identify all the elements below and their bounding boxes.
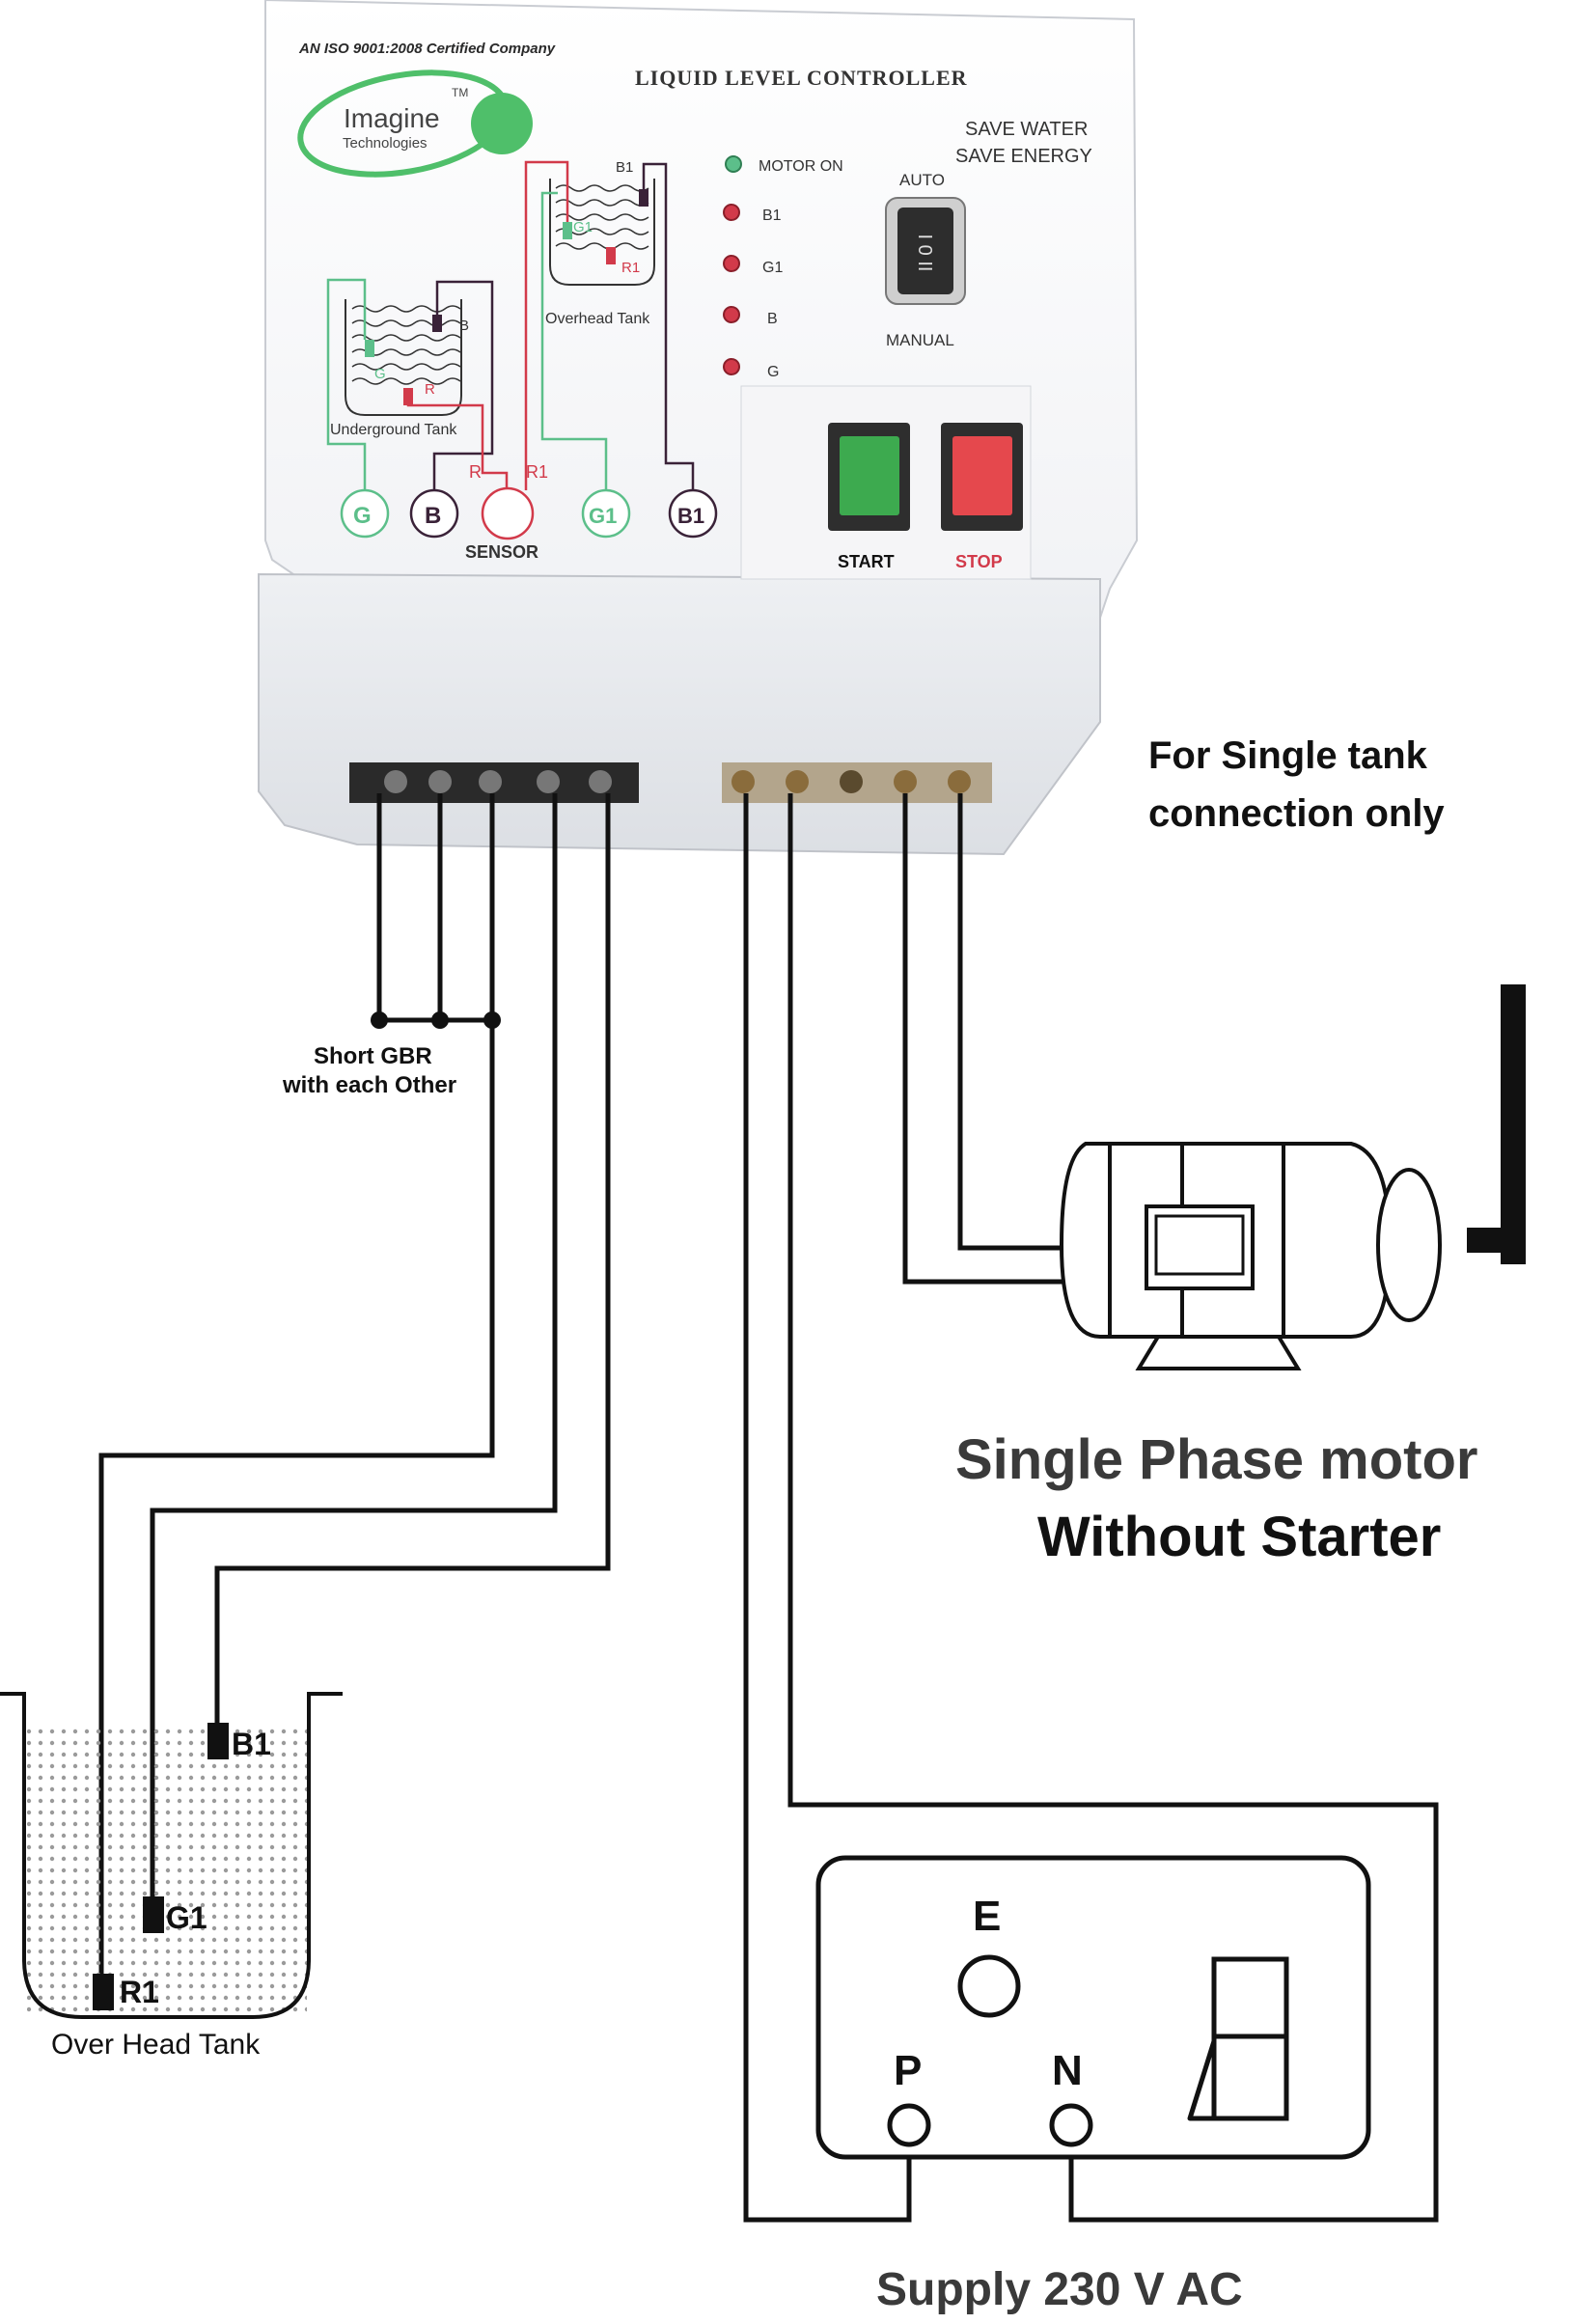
oh-probe-label: B1: [616, 159, 633, 176]
controller-unit: AN ISO 9001:2008 Certified Company LIQUI…: [258, 0, 1139, 856]
oh-probe-label: R1: [621, 260, 640, 276]
indicator-label: G: [767, 364, 779, 380]
short-gbr-note: Short GBR: [314, 1043, 432, 1069]
sensor-terminal-label: G: [353, 503, 372, 529]
indicator-led-b: [723, 306, 740, 323]
supply-socket: E P N: [815, 1855, 1371, 2160]
start-button[interactable]: [828, 423, 910, 531]
single-phase-motor: [1059, 984, 1526, 1370]
sensor-terminal-g: [340, 488, 390, 539]
ug-probe-label: R: [425, 381, 435, 398]
sensor-terminal-label: R: [469, 462, 482, 482]
sensor-label: SENSOR: [465, 542, 538, 562]
indicator-led-b1: [723, 204, 740, 221]
earth-pin-icon: [957, 1954, 1021, 2018]
indicator-label: G1: [762, 260, 783, 276]
overhead-tank-label: Over Head Tank: [51, 2029, 261, 2061]
indicator-label: MOTOR ON: [759, 158, 843, 175]
certification-text: AN ISO 9001:2008 Certified Company: [298, 41, 556, 57]
brand-subtitle: Technologies: [343, 135, 428, 152]
tank-probe-label: R1: [120, 1975, 159, 2009]
schematic-wires: [326, 160, 695, 490]
overhead-tank-schematic: B1 G1 R1 Overhead Tank: [545, 159, 655, 327]
indicator-label: B: [767, 311, 778, 327]
auto-manual-switch[interactable]: I 0 II: [885, 197, 966, 305]
stop-label: STOP: [955, 552, 1003, 571]
indicator-led-g: [723, 358, 740, 375]
oh-probe-label: G1: [573, 219, 593, 235]
indicator-led-g1: [723, 255, 740, 272]
imagine-logo: Imagine Technologies TM: [297, 69, 533, 178]
sensor-terminal-b: [409, 488, 459, 539]
neutral-label: N: [1052, 2047, 1083, 2094]
phase-label: P: [894, 2047, 922, 2094]
controller-title: LIQUID LEVEL CONTROLLER: [635, 66, 968, 90]
tank-probe-label: G1: [166, 1900, 207, 1935]
trademark-mark: TM: [452, 86, 468, 99]
manual-label: MANUAL: [886, 331, 954, 349]
ug-probe-label: B: [459, 318, 469, 334]
underground-tank-schematic: B G R Underground Tank: [330, 299, 469, 438]
sensor-terminal-label: B1: [677, 504, 704, 528]
short-gbr-note: with each Other: [282, 1072, 456, 1098]
earth-label: E: [973, 1893, 1001, 1940]
power-terminal-block: [722, 762, 992, 803]
phase-pin-icon: [887, 2103, 931, 2147]
neutral-pin-icon: [1049, 2103, 1093, 2147]
single-tank-note: connection only: [1148, 792, 1445, 835]
sensor-terminal-g1: [581, 488, 631, 539]
slogan-save-energy: SAVE ENERGY: [955, 146, 1092, 167]
stop-button[interactable]: [941, 423, 1023, 531]
indicator-label: B1: [762, 208, 782, 224]
brand-name: Imagine: [344, 103, 440, 133]
gbr-short-junctions: [371, 1011, 501, 1029]
motor-title: Single Phase motor: [955, 1428, 1477, 1491]
motor-subtitle: Without Starter: [1037, 1506, 1441, 1568]
tank-probe-label: B1: [232, 1727, 271, 1761]
single-tank-note: For Single tank: [1148, 734, 1428, 777]
sensor-terminal-label: B: [425, 503, 441, 529]
svg-text:I 0 II: I 0 II: [914, 235, 935, 272]
sensor-terminal-label: G1: [589, 504, 617, 528]
start-label: START: [838, 552, 895, 571]
slogan-save-water: SAVE WATER: [965, 119, 1088, 140]
auto-label: AUTO: [899, 171, 945, 189]
overhead-tank: B1 G1 R1 Over Head Tank: [0, 1692, 343, 2061]
sensor-terminal-r: [481, 486, 535, 540]
supply-label: Supply 230 V AC: [876, 2264, 1243, 2315]
ug-probe-label: G: [374, 366, 386, 382]
socket-switch-icon: [1187, 1956, 1289, 2121]
indicator-led-motor-on: [725, 155, 742, 173]
sensor-terminal-b1: [668, 488, 718, 539]
overhead-tank-label: Overhead Tank: [545, 311, 650, 327]
sensor-terminal-label: R1: [526, 462, 548, 482]
underground-tank-label: Underground Tank: [330, 422, 457, 438]
